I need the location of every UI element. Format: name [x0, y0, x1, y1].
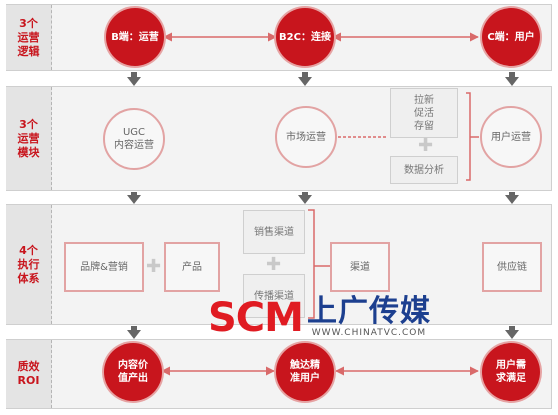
sales-channel-box: 销售渠道 [243, 210, 305, 254]
product-box: 产品 [164, 242, 220, 292]
watermark-scm: SCM [208, 295, 304, 341]
market-module: 市场运营 [275, 106, 337, 168]
watermark-logo: SCM 上广传媒 WWW.CHINATVC.COM [208, 294, 431, 341]
watermark-url: WWW.CHINATVC.COM [311, 328, 427, 338]
c-side-node: C端：用户 [482, 8, 540, 66]
row-label-roi: 质效 ROI [6, 340, 52, 408]
row-label-modules: 3个 运营 模块 [6, 87, 52, 190]
growth-box: 拉新 促活 存留 [390, 88, 458, 138]
content-value-node: 内容价 值产出 [104, 343, 162, 401]
brand-marketing-box: 品牌&营销 [64, 242, 144, 292]
user-module: 用户运营 [480, 106, 542, 168]
channel-bracket [308, 209, 315, 319]
b-side-node: B端：运营 [106, 8, 164, 66]
plus-icon: ✚ [146, 256, 162, 277]
plus-icon: ✚ [266, 254, 282, 275]
b2c-node: B2C：连接 [276, 8, 334, 66]
user-needs-node: 用户需 求满足 [482, 343, 540, 401]
row-label-execution: 4个 执行 体系 [6, 205, 52, 324]
growth-bracket [466, 92, 471, 181]
data-analysis-box: 数据分析 [390, 156, 458, 184]
row-label-logic: 3个 运营 逻辑 [6, 5, 52, 70]
channel-box: 渠道 [330, 242, 390, 292]
plus-icon: ✚ [418, 135, 434, 156]
spread-channel-box: 传播渠道 [243, 274, 305, 318]
ugc-content-module: UGC 内容运营 [103, 108, 165, 170]
watermark-name: 上广传媒 [306, 294, 431, 329]
reach-users-node: 触达精 准用户 [276, 343, 334, 401]
supply-chain-box: 供应链 [482, 242, 542, 292]
